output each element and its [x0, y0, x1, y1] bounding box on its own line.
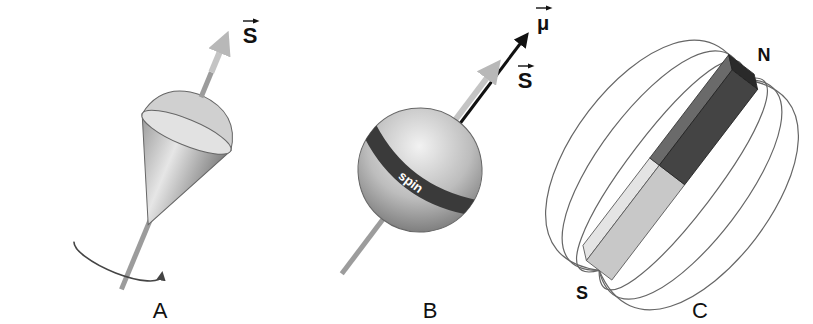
magnetic-moment-label: μ — [537, 13, 549, 33]
pole-label: S — [574, 283, 590, 303]
panel-letter: A — [153, 300, 168, 322]
spinning-top — [64, 18, 268, 308]
bar-magnet — [509, 7, 813, 324]
spinning-particle — [291, 0, 571, 312]
panel-letter: B — [423, 300, 438, 322]
spin-vector-label: S — [243, 25, 258, 47]
panel-letter: C — [692, 300, 708, 322]
pole-label: N — [756, 45, 773, 65]
vector-overarrows — [243, 8, 549, 66]
spin-band-label: spin — [396, 169, 425, 195]
spin-vector-label: S — [518, 70, 533, 92]
